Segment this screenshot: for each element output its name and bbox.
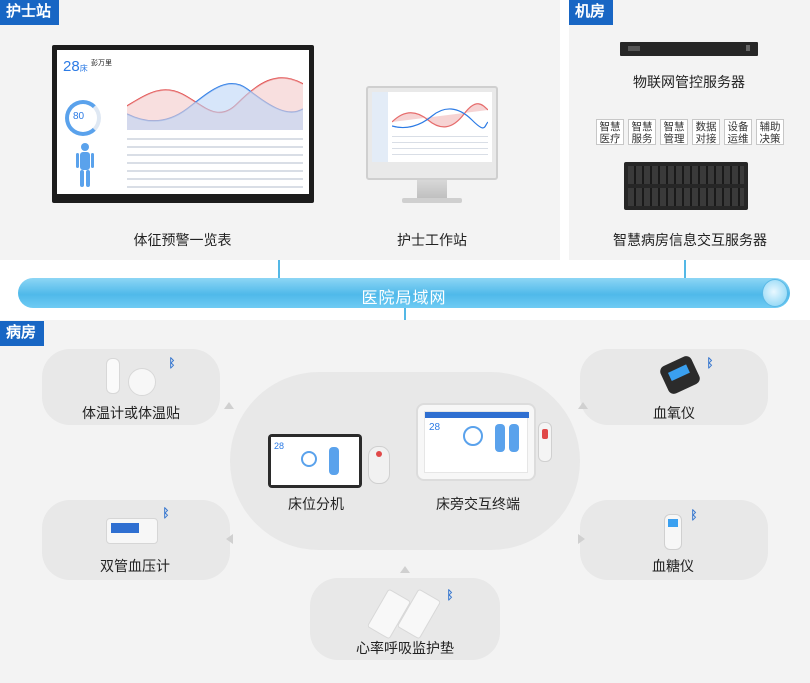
- workstation-screen: [372, 92, 492, 162]
- temperature-patch-device: [128, 368, 156, 396]
- bedside-terminal-caption: 床旁交互终端: [436, 496, 520, 512]
- hospital-lan-bar: 医院局域网: [18, 278, 790, 308]
- vitals-board-caption: 体征预警一览表: [133, 232, 232, 248]
- arrow-oximeter: [578, 402, 588, 409]
- bp-monitor-device: [106, 518, 158, 544]
- screen-body-figure: [76, 143, 94, 187]
- service-smart-management: 智慧管理: [660, 119, 688, 145]
- workstation-wave-chart: [392, 103, 488, 129]
- bluetooth-icon: ᛒ: [446, 588, 454, 602]
- screen-bed-number: 28床: [63, 58, 88, 75]
- ward-tag: 病房: [0, 321, 45, 346]
- arrow-glucose-meter: [578, 534, 585, 544]
- nurse-station-tag: 护士站: [0, 0, 60, 25]
- bluetooth-icon: ᛒ: [706, 356, 714, 370]
- vitals-board-screen: 28床 彭万里 80: [57, 50, 309, 194]
- service-decision-support: 辅助决策: [756, 119, 784, 145]
- bed-terminal-caption: 床位分机: [288, 496, 344, 512]
- oximeter-caption: 血氧仪: [653, 405, 695, 421]
- iot-server-device: [620, 42, 758, 56]
- arrow-sleep-pad: [400, 566, 410, 573]
- screen-gauge: [65, 100, 101, 136]
- bluetooth-icon: ᛒ: [690, 508, 698, 522]
- lan-pipe-cap: [762, 279, 788, 307]
- bedside-terminal-call-button: [538, 422, 552, 462]
- bluetooth-icon: ᛒ: [168, 356, 176, 370]
- ward-server-device: [624, 162, 748, 210]
- iot-server-caption: 物联网管控服务器: [633, 74, 745, 90]
- glucose-meter-caption: 血糖仪: [652, 558, 694, 574]
- service-smart-service: 智慧服务: [628, 119, 656, 145]
- bed-terminal-handset: [368, 446, 390, 484]
- hospital-lan-label: 医院局域网: [361, 290, 447, 307]
- service-data-integration: 数据对接: [692, 119, 720, 145]
- connector-nurse-station: [278, 260, 280, 278]
- vitals-board-monitor: 28床 彭万里 80: [52, 45, 314, 203]
- screen-patient-name: 彭万里: [91, 60, 112, 67]
- workstation-base: [402, 198, 462, 203]
- bluetooth-icon: ᛒ: [162, 506, 170, 520]
- bp-monitor-caption: 双管血压计: [100, 558, 170, 574]
- workstation-monitor: [366, 86, 498, 180]
- machine-room-tag: 机房: [569, 0, 614, 25]
- arrow-bp-monitor: [226, 534, 233, 544]
- thermometer-device: [106, 358, 120, 394]
- bed-terminal-device: 28: [268, 434, 362, 488]
- screen-gauge-value: 80: [73, 111, 85, 122]
- bedside-terminal-device: 28: [416, 403, 536, 481]
- connector-machine-room: [684, 260, 686, 278]
- ward-server-caption: 智慧病房信息交互服务器: [613, 232, 767, 248]
- screen-wave-chart: [127, 77, 303, 130]
- workstation-caption: 护士工作站: [397, 232, 467, 248]
- glucose-meter-device: [664, 514, 682, 550]
- sleep-pad-caption: 心率呼吸监护垫: [356, 640, 454, 656]
- workstation-stand: [417, 180, 447, 200]
- thermometer-caption: 体温计或体温贴: [82, 405, 180, 421]
- arrow-thermometer: [224, 402, 234, 409]
- service-smart-medical: 智慧医疗: [596, 119, 624, 145]
- service-device-maintenance: 设备运维: [724, 119, 752, 145]
